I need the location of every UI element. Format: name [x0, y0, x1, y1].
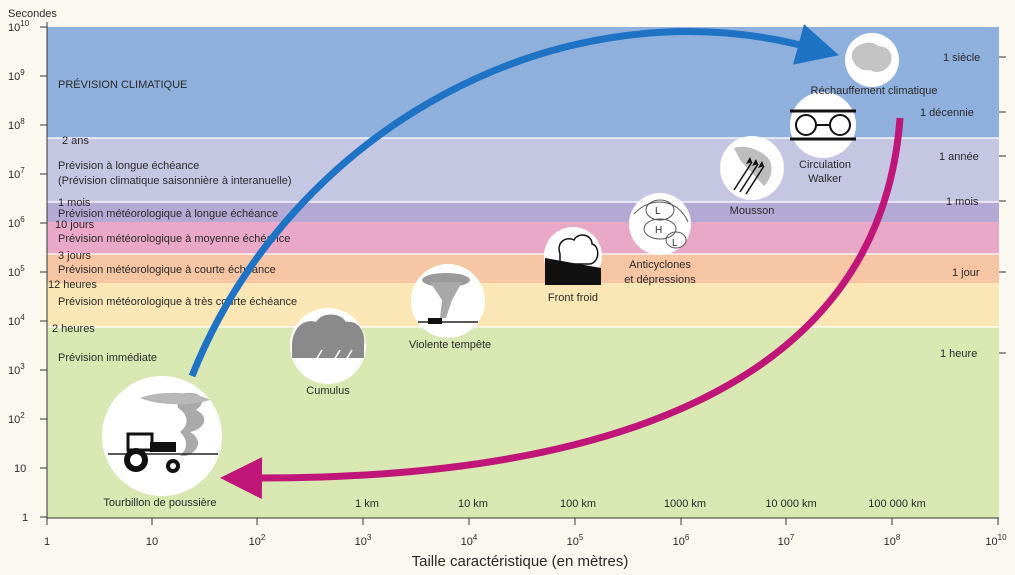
event-label-walker-1: Circulation: [799, 159, 851, 171]
x-tick-label: 108: [884, 533, 901, 548]
band-long-weather: [47, 202, 999, 222]
y-tick-label: 103: [8, 362, 25, 377]
y-tick-label: 102: [8, 411, 25, 426]
x-tick-label: 1010: [985, 533, 1007, 548]
y-tick-label: 109: [8, 68, 25, 83]
walker-circulation-icon: [790, 92, 856, 158]
y-tick-label: 108: [8, 117, 25, 132]
band-label: 3 jours: [58, 250, 92, 262]
band-label: 12 heures: [48, 279, 97, 291]
band-label: Prévision météorologique à longue échéan…: [58, 208, 278, 220]
scale-label: 1000 km: [664, 498, 706, 510]
x-tick-label: 104: [461, 533, 478, 548]
band-label: PRÉVISION CLIMATIQUE: [58, 78, 187, 91]
band-label: 1 mois: [58, 197, 91, 209]
x-tick-marks: [46, 518, 999, 525]
scale-label: 10 000 km: [765, 498, 816, 510]
scale-label: 100 km: [560, 498, 596, 510]
y-tick-label: 10: [14, 463, 26, 475]
scale-label: 10 km: [458, 498, 488, 510]
y-axis-title: Secondes: [8, 8, 57, 20]
band-label: Prévision à longue échéance: [58, 160, 199, 172]
x-axis-title: Taille caractéristique (en mètres): [412, 553, 629, 570]
band-label: Prévision météorologique à très courte é…: [58, 296, 297, 308]
band-label: 2 heures: [52, 323, 95, 335]
right-label: 1 décennie: [920, 107, 974, 119]
arrow-down-magenta: [220, 117, 904, 500]
event-label-dust-devil: Tourbillon de poussière: [103, 497, 216, 509]
event-label-monsoon: Mousson: [730, 205, 775, 217]
x-tick-label: 102: [249, 533, 266, 548]
y-tick-label: 106: [8, 215, 25, 230]
band-label: (Prévision climatique saisonnière à inte…: [58, 175, 292, 187]
x-tick-label: 1: [44, 536, 50, 548]
x-tick-label: 107: [778, 533, 795, 548]
x-tick-label: 105: [567, 533, 584, 548]
y-tick-label: 1: [22, 512, 28, 524]
event-label-anticyclones-2: et dépressions: [624, 274, 696, 286]
low-symbol: L: [655, 206, 661, 217]
band-medium-weather: [47, 222, 999, 254]
right-tick-marks: [999, 56, 1006, 354]
right-label: 1 jour: [952, 267, 980, 279]
x-tick-label: 106: [673, 533, 690, 548]
band-short-weather: [47, 254, 999, 283]
event-label-storm: Violente tempête: [409, 339, 491, 351]
y-tick-label: 105: [8, 264, 25, 279]
cold-front-icon: [544, 227, 602, 285]
band-label: 2 ans: [62, 135, 89, 147]
y-tick-label: 107: [8, 166, 25, 181]
band-label: Prévision météorologique à courte échéan…: [58, 264, 276, 276]
band-label: Prévision météorologique à moyenne échéa…: [58, 233, 290, 245]
high-symbol: H: [655, 225, 662, 236]
right-label: 1 mois: [946, 196, 979, 208]
right-label: 1 heure: [940, 348, 977, 360]
band-label: Prévision immédiate: [58, 352, 157, 364]
cumulus-icon: [290, 308, 366, 384]
event-label-walker-2: Walker: [808, 173, 842, 185]
y-tick-label: 1010: [8, 19, 30, 34]
monsoon-icon: [720, 136, 784, 200]
event-label-climate: Réchauffement climatique: [811, 85, 938, 97]
x-tick-label: 103: [355, 533, 372, 548]
event-label-cold-front: Front froid: [548, 292, 598, 304]
band-label: 10 jours: [55, 219, 95, 231]
event-label-anticyclones-1: Anticyclones: [629, 259, 691, 271]
dust-devil-icon: [102, 376, 222, 496]
y-tick-label: 104: [8, 313, 25, 328]
pressure-systems-icon: L H L: [629, 193, 691, 255]
arrow-up-blue: [188, 24, 840, 378]
y-tick-marks: [40, 26, 47, 518]
x-tick-label: 10: [146, 536, 158, 548]
globe-icon: [845, 33, 899, 87]
right-label: 1 siècle: [943, 52, 980, 64]
tornado-icon: [411, 264, 485, 338]
low-symbol: L: [672, 238, 678, 249]
event-label-cumulus: Cumulus: [306, 385, 350, 397]
scale-label: 1 km: [355, 498, 379, 510]
right-label: 1 année: [939, 151, 979, 163]
scale-label: 100 000 km: [868, 498, 925, 510]
